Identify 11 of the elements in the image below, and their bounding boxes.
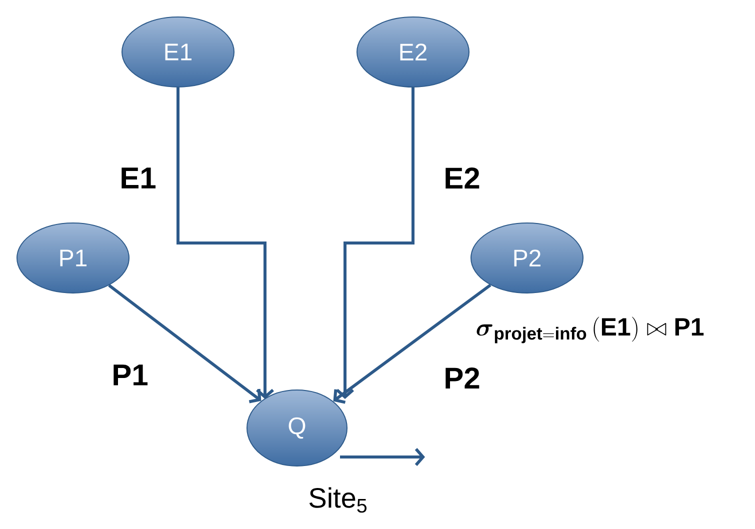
arrow bbox=[108, 284, 262, 404]
arrow bbox=[340, 448, 425, 466]
edge-label: E1 bbox=[122, 168, 156, 188]
site-label: Site$_{5}$ bbox=[309, 487, 366, 513]
edge-label: E2 bbox=[446, 168, 480, 188]
edge-label: P2 bbox=[446, 368, 480, 388]
formula-label: $\boldsymbol{\sigma}_{\mathbf{projet=info}}\,\mathbf{(E1)} \bowtie \mathbf{P1}$ bbox=[474, 316, 706, 344]
edge-label: P1 bbox=[114, 364, 148, 386]
arrow bbox=[333, 284, 492, 404]
arrow bbox=[176, 88, 274, 399]
arrow bbox=[336, 88, 414, 399]
